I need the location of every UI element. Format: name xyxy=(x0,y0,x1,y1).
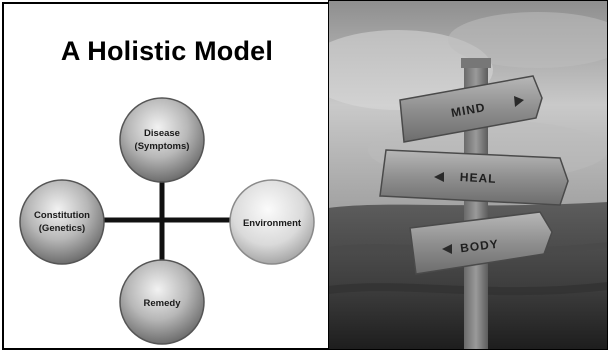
signpost-photo: MIND HEAL BODY xyxy=(328,0,608,350)
sign-body: BODY xyxy=(409,211,553,275)
sign-heal: HEAL xyxy=(379,149,569,206)
node-constitution-label-line2: (Genetics) xyxy=(39,223,85,234)
node-environment-label: Environment xyxy=(243,218,302,229)
node-remedy: Remedy xyxy=(119,259,205,345)
node-disease-label-line1: Disease xyxy=(144,128,180,139)
node-constitution: Constitution (Genetics) xyxy=(19,179,105,265)
holistic-model-diagram: Disease (Symptoms) Constitution (Genetic… xyxy=(19,97,315,345)
cloud-2 xyxy=(448,12,608,68)
sign-body-text: BODY xyxy=(459,237,499,256)
arrow-right-icon xyxy=(514,96,524,107)
node-disease: Disease (Symptoms) xyxy=(119,97,205,183)
sign-mind-text: MIND xyxy=(450,100,487,120)
sign-mind: MIND xyxy=(399,75,543,143)
diagram-title: A Holistic Model xyxy=(60,36,274,66)
node-remedy-label: Remedy xyxy=(144,298,182,309)
arrow-left-icon-2 xyxy=(442,244,452,254)
sign-heal-text: HEAL xyxy=(460,170,497,186)
node-constitution-label-line1: Constitution xyxy=(34,210,90,221)
node-environment: Environment xyxy=(229,179,315,265)
arrow-left-icon xyxy=(434,172,444,182)
diagram-panel: A Holistic Model Disease xyxy=(2,2,330,350)
signpost-image: MIND HEAL BODY xyxy=(328,0,608,350)
node-disease-label-line2: (Symptoms) xyxy=(135,141,190,152)
